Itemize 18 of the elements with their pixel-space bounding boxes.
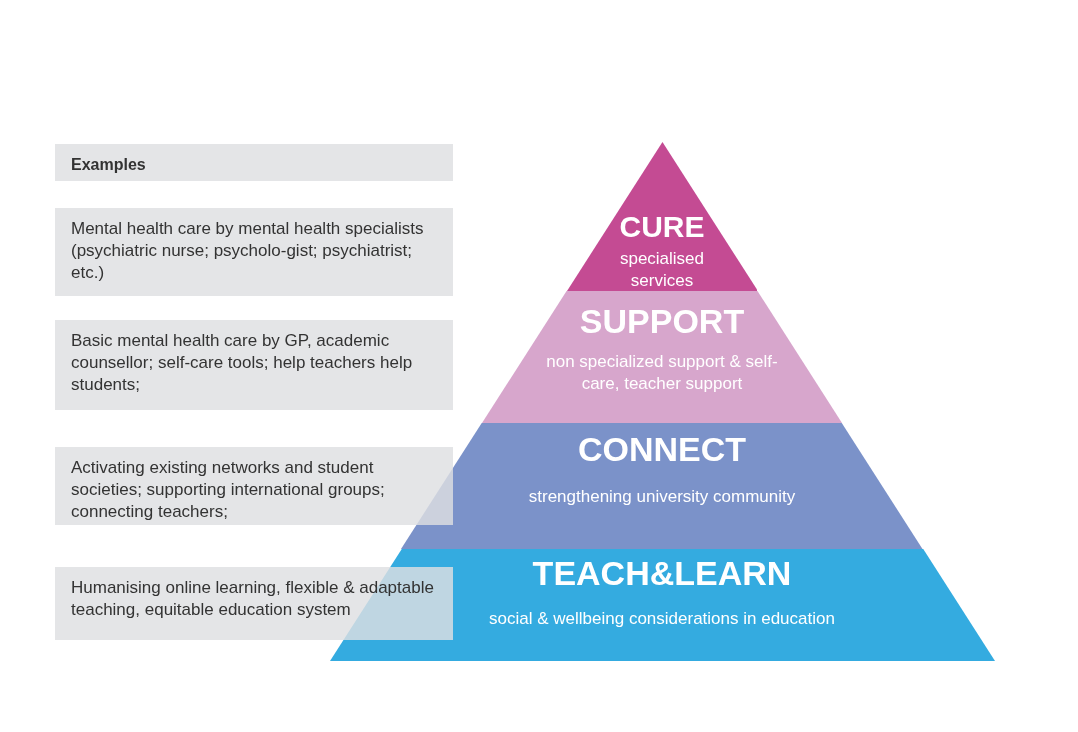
example-box — [55, 208, 453, 296]
tier-description: social & wellbeing considerations in education — [489, 607, 835, 630]
example-box — [55, 567, 453, 640]
column-heading: Examples — [71, 156, 146, 173]
example-box — [55, 447, 453, 525]
example-text: Basic mental health care by GP, academic counsellor; self-care tools; help teachers help students; — [71, 331, 413, 394]
tier-description: specialised services — [618, 247, 706, 292]
example-text: Humanising online learning, flexible & adaptable teaching, equitable education system — [71, 578, 434, 619]
tier-title: TEACH&LEARN — [532, 554, 792, 592]
example-text: Mental health care by mental health specialists (psychiatric nurse; psycholo-gist; psychiatrist; etc.) — [71, 219, 424, 282]
tier-title: SUPPORT — [579, 302, 745, 340]
tier-title: CURE — [619, 210, 705, 243]
tier-description: strengthening university community — [528, 485, 796, 508]
example-box — [55, 320, 453, 410]
header-bar — [55, 144, 453, 181]
example-text: Activating existing networks and student societies; supporting international groups; connecting teachers; — [71, 458, 385, 521]
tier-description: non specialized support & self-care, teacher support — [545, 350, 779, 395]
tier-title: CONNECT — [577, 430, 747, 468]
